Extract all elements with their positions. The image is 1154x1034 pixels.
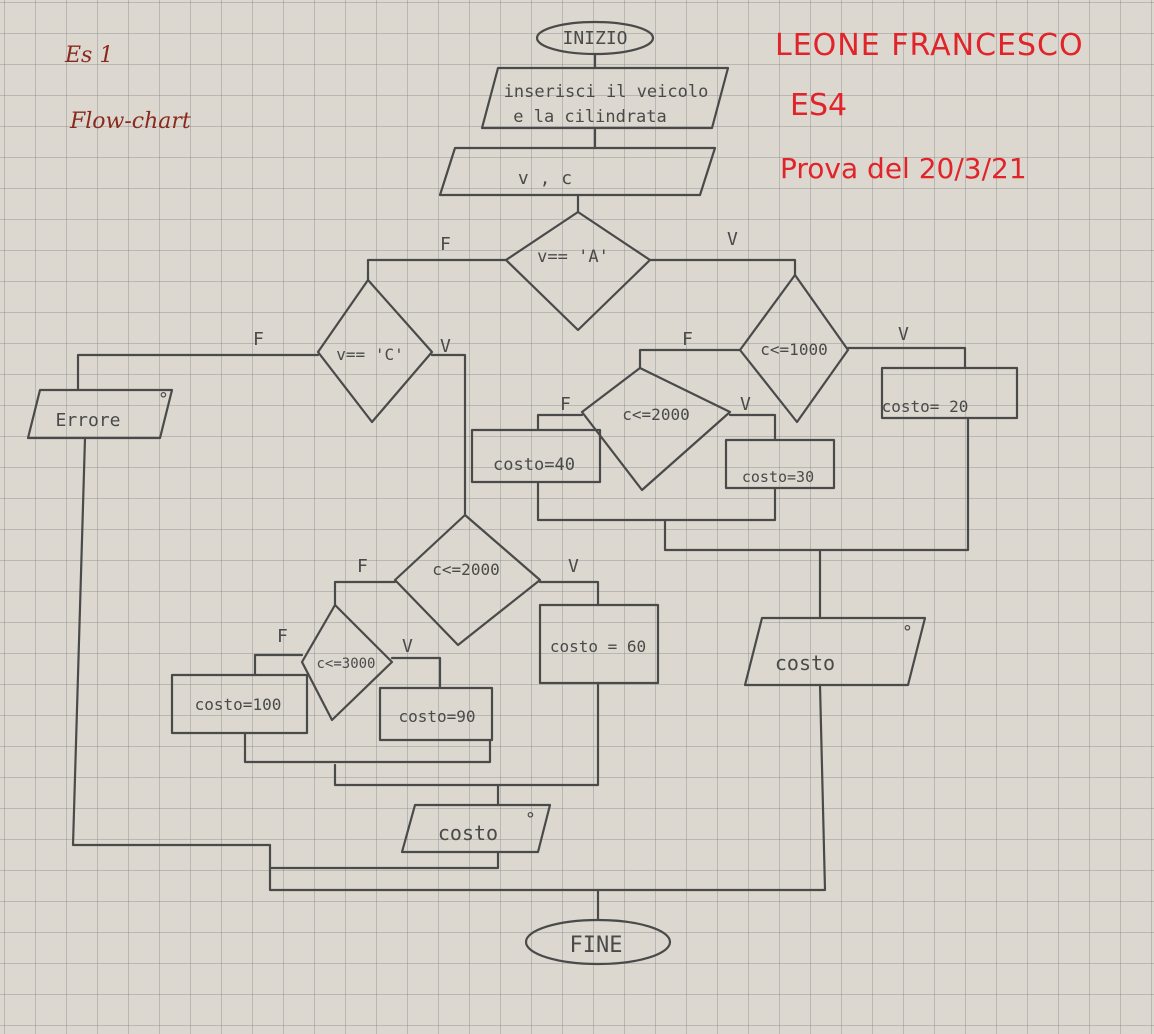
- end-label: FINE: [570, 933, 623, 958]
- connector: [536, 413, 584, 432]
- decision-v-a-label: v== 'A': [537, 247, 609, 267]
- connector: [253, 653, 304, 677]
- costo-30-shape: [724, 438, 836, 490]
- output-costo-bottom-label: costo: [438, 821, 498, 845]
- branch-false-label: F: [682, 329, 693, 350]
- connector: [596, 683, 827, 892]
- branch-true-label: V: [440, 336, 451, 357]
- decision-c-2000-a-label: c<=2000: [622, 405, 689, 424]
- costo-100-shape: [170, 673, 309, 735]
- connector: [648, 258, 797, 277]
- connector: [333, 681, 600, 787]
- decision-v-c-shape: [316, 278, 434, 424]
- connector: [76, 353, 320, 392]
- costo-90-shape: [378, 686, 494, 742]
- branch-false-label: F: [253, 329, 264, 350]
- decision-c-1000-shape: [738, 273, 850, 424]
- connector: [430, 353, 467, 517]
- connector: [536, 480, 777, 522]
- costo-60-label: costo = 60: [550, 637, 646, 656]
- error-output-shape: [26, 388, 174, 440]
- input-prompt-line2: e la cilindrata: [513, 107, 667, 127]
- flowchart-note: Flow-chart: [69, 109, 191, 134]
- output-marker: °: [902, 622, 913, 643]
- connector: [243, 731, 492, 764]
- output-marker: °: [525, 809, 536, 830]
- input-vars-shape: [438, 146, 717, 197]
- connector: [71, 436, 272, 870]
- branch-false-label: F: [440, 234, 451, 255]
- output-costo-bottom-shape: [400, 803, 552, 854]
- decision-c-3000-shape: [300, 603, 394, 722]
- start-label: INIZIO: [562, 28, 627, 49]
- output-costo-right-label: costo: [775, 651, 835, 675]
- test-date: Prova del 20/3/21: [780, 152, 1027, 185]
- end-terminal: [524, 918, 672, 966]
- connector: [366, 258, 508, 282]
- costo-40-label: costo=40: [493, 455, 575, 475]
- connector: [638, 348, 742, 370]
- connector: [728, 413, 777, 442]
- decision-c-1000-label: c<=1000: [760, 340, 827, 359]
- branch-true-label: V: [727, 229, 738, 250]
- connector: [333, 580, 397, 607]
- connector: [390, 656, 442, 690]
- branch-true-label: V: [898, 324, 909, 345]
- costo-20-label: costo= 20: [882, 397, 969, 416]
- author-name: LEONE FRANCESCO: [775, 28, 1084, 63]
- exercise-note: Es 1: [64, 43, 113, 68]
- output-marker: °: [158, 389, 169, 410]
- branch-true-label: V: [402, 636, 413, 657]
- output-costo-right-shape: [743, 616, 927, 687]
- costo-100-label: costo=100: [195, 695, 282, 714]
- decision-c-2000-c-shape: [393, 513, 542, 647]
- decision-v-c-label: v== 'C': [336, 345, 403, 364]
- input-prompt-line1: inserisci il veicolo: [504, 82, 709, 102]
- branch-false-label: F: [560, 394, 571, 415]
- decision-c-3000-label: c<=3000: [316, 656, 375, 672]
- branch-true-label: V: [568, 556, 579, 577]
- decision-c-2000-c-label: c<=2000: [432, 560, 499, 579]
- input-vars-label: v , c: [518, 168, 572, 189]
- decision-c-2000-a-shape: [580, 366, 732, 492]
- branch-false-label: F: [357, 556, 368, 577]
- connector: [538, 580, 600, 607]
- connector: [846, 346, 967, 370]
- costo-90-label: costo=90: [398, 707, 475, 726]
- connector: [663, 416, 970, 552]
- decision-v-a-shape: [504, 210, 652, 332]
- costo-20-shape: [880, 366, 1019, 420]
- costo-30-label: costo=30: [742, 468, 814, 486]
- branch-true-label: V: [740, 394, 751, 415]
- connector: [268, 850, 600, 922]
- error-output-label: Errore: [55, 410, 120, 431]
- branch-false-label: F: [277, 626, 288, 647]
- input-prompt-shape: [480, 66, 730, 130]
- exercise-code: ES4: [790, 88, 847, 123]
- costo-40-shape: [470, 428, 602, 484]
